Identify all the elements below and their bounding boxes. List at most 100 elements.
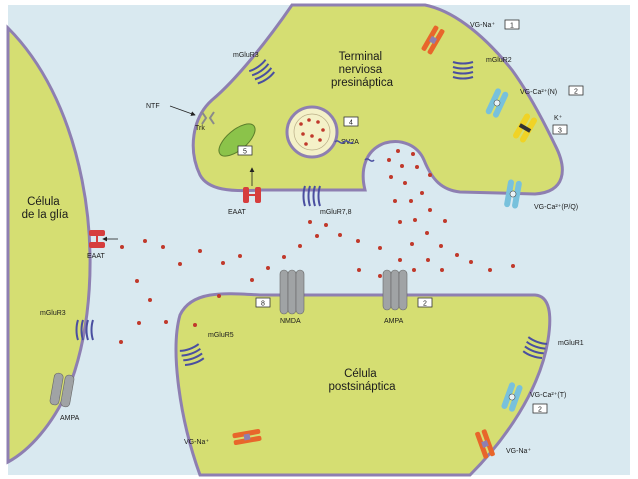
- neurotransmitter-dot-icon: [164, 320, 168, 324]
- sv2a-icon: [334, 140, 354, 144]
- vesicle-icon: [285, 105, 339, 159]
- neurotransmitter-dot-icon: [308, 220, 312, 224]
- neurotransmitter-dot-icon: [389, 175, 393, 179]
- neurotransmitter-dot-icon: [425, 231, 429, 235]
- neurotransmitter-dot-icon: [400, 164, 404, 168]
- neurotransmitter-dot-icon: [415, 165, 419, 169]
- mglur-receptor-icon: [75, 319, 94, 341]
- mglur78-label: mGluR7,8: [320, 209, 352, 216]
- ampa-receptor-icon: [49, 372, 75, 408]
- neurotransmitter-dot-icon: [143, 239, 147, 243]
- vg-ca-channel-icon: [501, 382, 523, 412]
- k-label: K⁺: [554, 115, 563, 122]
- eaat-glia-label: EAAT: [87, 253, 105, 260]
- mglur3-glia-label: mGluR3: [40, 310, 66, 317]
- vg-na-channel-icon: [475, 429, 495, 459]
- neurotransmitter-dot-icon: [250, 278, 254, 282]
- eaat-transporter-icon: [89, 230, 105, 248]
- vg-na-channel-icon: [232, 428, 262, 446]
- neurotransmitter-dot-icon: [378, 246, 382, 250]
- neurotransmitter-dot-icon: [178, 262, 182, 266]
- neurotransmitter-dot-icon: [135, 279, 139, 283]
- neurotransmitter-dot-icon: [315, 234, 319, 238]
- trk-label: Trk: [195, 125, 205, 132]
- vg-ca-t-label: VG-Ca²⁺(T): [530, 392, 566, 399]
- mglur2-label: mGluR2: [486, 57, 512, 64]
- neurotransmitter-dot-icon: [428, 173, 432, 177]
- mglur-receptor-icon: [248, 59, 276, 85]
- svg-text:Célula postsináptica: Célula postsináptica: [328, 368, 396, 393]
- eaat-pre-label: EAAT: [228, 209, 246, 216]
- presynaptic-terminal: [191, 3, 564, 196]
- box-number-4: 4: [349, 120, 353, 127]
- glia-label-line2: de la glía: [22, 209, 69, 221]
- neurotransmitter-dot-icon: [282, 255, 286, 259]
- neurotransmitter-dot-icon: [221, 261, 225, 265]
- vg-ca-channel-icon: [485, 88, 509, 118]
- neurotransmitter-dot-icon: [266, 266, 270, 270]
- neurotransmitter-dot-icon: [396, 149, 400, 153]
- neurotransmitter-cloud: [119, 149, 515, 344]
- presynaptic-label-line2: nerviosa: [339, 64, 383, 76]
- neurotransmitter-dot-icon: [148, 298, 152, 302]
- neurotransmitter-dot-icon: [511, 264, 515, 268]
- mglur5-label: mGluR5: [208, 332, 234, 339]
- ntf-arrow: [169, 105, 196, 116]
- ampa-receptor-icon: [382, 269, 408, 311]
- vg-na-channel-icon: [421, 25, 445, 55]
- box-number-3: 3: [558, 128, 562, 135]
- vg-na-1-label: VG-Na⁺: [470, 22, 495, 29]
- vg-ca-n-label: VG-Ca²⁺(N): [520, 89, 557, 96]
- ntf-label: NTF: [146, 103, 160, 110]
- neurotransmitter-dot-icon: [420, 191, 424, 195]
- neurotransmitter-dot-icon: [356, 239, 360, 243]
- neurotransmitter-dot-icon: [119, 340, 123, 344]
- neurotransmitter-dot-icon: [357, 268, 361, 272]
- neurotransmitter-dot-icon: [298, 244, 302, 248]
- mglur-receptor-icon: [522, 336, 548, 359]
- neurotransmitter-dot-icon: [198, 249, 202, 253]
- neurotransmitter-dot-icon: [409, 199, 413, 203]
- neurotransmitter-dot-icon: [410, 242, 414, 246]
- nmda-label: NMDA: [280, 318, 301, 325]
- neurotransmitter-dot-icon: [137, 321, 141, 325]
- neurotransmitter-dot-icon: [469, 260, 473, 264]
- neurotransmitter-dot-icon: [393, 199, 397, 203]
- neurotransmitter-dot-icon: [238, 254, 242, 258]
- neurotransmitter-dot-icon: [193, 323, 197, 327]
- neurotransmitter-dot-icon: [413, 218, 417, 222]
- neurotransmitter-dot-icon: [387, 158, 391, 162]
- mglur1-label: mGluR1: [558, 340, 584, 347]
- k-channel-icon: [513, 113, 537, 143]
- box-number-7: 8: [261, 301, 265, 308]
- postsynaptic-cell: [174, 292, 552, 477]
- vg-na-post-left-label: VG-Na⁺: [184, 439, 209, 446]
- neurotransmitter-dot-icon: [439, 244, 443, 248]
- box-number-2b: 2: [538, 407, 542, 414]
- postsynaptic-label-line2: postsináptica: [328, 381, 396, 393]
- presynaptic-label-line1: Terminal: [339, 51, 382, 63]
- eaat-transporter-icon: [243, 187, 261, 203]
- neurotransmitter-dot-icon: [411, 152, 415, 156]
- neurotransmitter-dot-icon: [488, 268, 492, 272]
- mglur-receptor-icon: [179, 343, 205, 366]
- vg-ca-channel-icon: [504, 179, 522, 209]
- vg-na-post-right-label: VG-Na⁺: [506, 448, 531, 455]
- neurotransmitter-dot-icon: [378, 274, 382, 278]
- neurotransmitter-dot-icon: [455, 253, 459, 257]
- mglur3-pre-label: mGluR3: [233, 52, 259, 59]
- neurotransmitter-dot-icon: [428, 208, 432, 212]
- neurotransmitter-dot-icon: [120, 245, 124, 249]
- mglur-receptor-icon: [302, 185, 321, 207]
- presynaptic-label-line3: presináptica: [331, 77, 394, 89]
- svg-text:Célula de la glía: Célula de la glía: [22, 196, 69, 221]
- neurotransmitter-dot-icon: [426, 258, 430, 262]
- neurotransmitter-dot-icon: [338, 233, 342, 237]
- trk-receptor-icon: [201, 111, 215, 125]
- box-number-2a: 2: [574, 89, 578, 96]
- neurotransmitter-dot-icon: [324, 223, 328, 227]
- neurotransmitter-dot-icon: [398, 220, 402, 224]
- neurotransmitter-dot-icon: [217, 294, 221, 298]
- box-number-5: 5: [243, 149, 247, 156]
- neurotransmitter-dot-icon: [440, 268, 444, 272]
